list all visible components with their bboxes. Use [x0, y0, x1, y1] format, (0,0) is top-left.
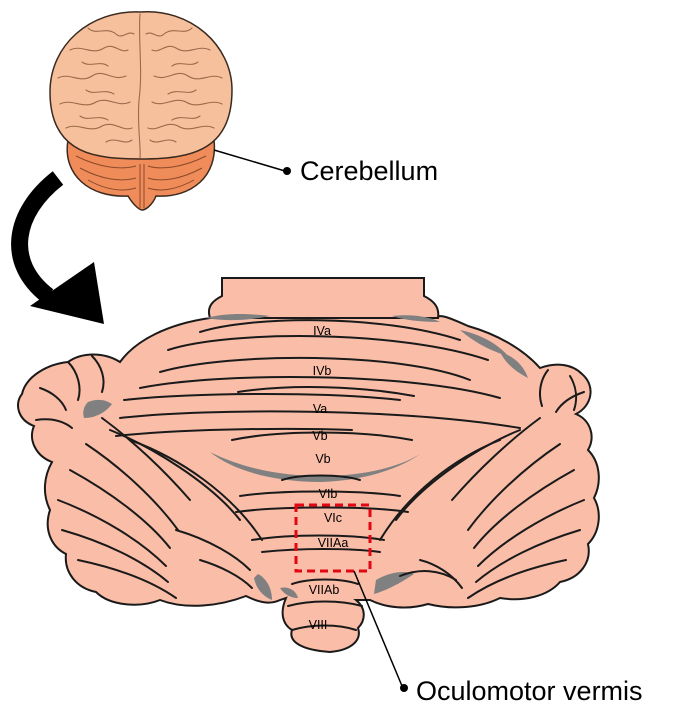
oculomotor-leader-dot [400, 684, 408, 692]
curved-arrow-icon [20, 178, 104, 324]
brainstem-block [209, 278, 438, 318]
cerebellum-leader-dot [283, 167, 291, 175]
lobule-label: VIb [319, 487, 338, 501]
lobule-label: IVa [313, 324, 331, 338]
lobule-label: VIII [309, 618, 328, 632]
cerebellum-leader-line [214, 150, 285, 171]
lobule-label: VIIAb [309, 583, 340, 597]
cerebellum-section: IVa IVb Va Vb Vb VIb VIc VIIAa VIIAb VII… [18, 278, 599, 652]
cerebellum-label: Cerebellum [300, 156, 438, 186]
lobule-label: VIIAa [318, 536, 349, 550]
lobule-label: Vb [312, 429, 327, 443]
lobule-label: IVb [313, 364, 332, 378]
lobule-label: Va [313, 402, 327, 416]
lobule-label: VIc [324, 511, 342, 525]
lobule-label: Vb [315, 452, 330, 466]
oculomotor-vermis-label: Oculomotor vermis [416, 676, 643, 706]
brain-illustration [50, 12, 232, 210]
cerebrum [50, 12, 232, 159]
